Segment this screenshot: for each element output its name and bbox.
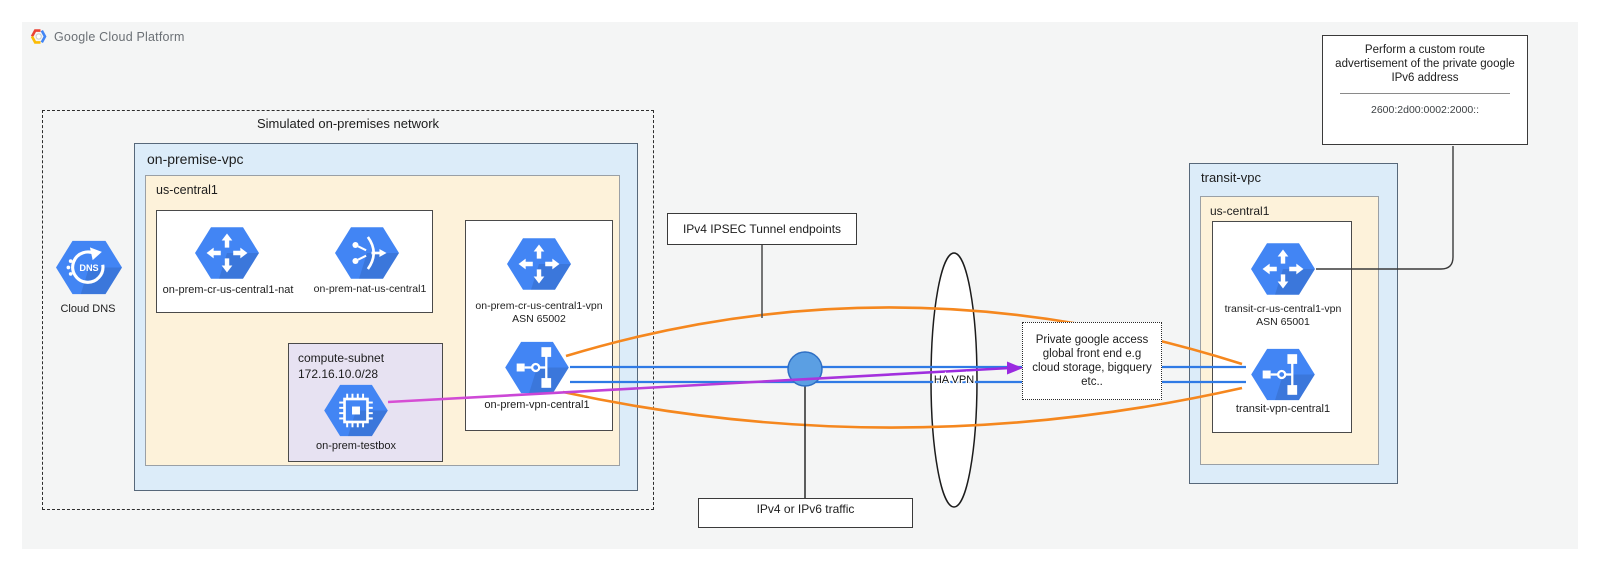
private-google-access-text: Private google access global front end e… [1032,333,1152,389]
onprem-nat-label: on-prem-nat-us-central1 [313,283,427,295]
cloud-dns-label: Cloud DNS [60,303,116,315]
pga-line-3: etc.. [1081,376,1103,388]
pga-line-1: global front end e.g [1042,348,1142,360]
onprem-nat-router-label: on-prem-cr-us-central1-nat [162,284,294,296]
custom-route-note: Perform a custom route advertisement of … [1322,35,1528,145]
compute-engine-icon [324,384,388,437]
gcp-logo-text: Google Cloud Platform [54,29,185,44]
transit-router-icon [1251,242,1315,296]
onprem-vpn-router-label: on-prem-cr-us-central1-vpn ASN 65002 [461,300,617,326]
transit-vpn-gateway-label: transit-vpn-central1 [1235,403,1331,415]
transit-vpc-label: transit-vpc [1201,170,1261,185]
onprem-vpn-router-name: on-prem-cr-us-central1-vpn [475,300,603,312]
transit-router-name: transit-cr-us-central1-vpn [1224,303,1342,315]
compute-subnet-name: compute-subnet [298,351,385,365]
note-ipv6-address: 2600:2d00:0002:2000:: [1370,104,1480,116]
transit-region-label: us-central1 [1210,204,1270,218]
pga-line-2: cloud storage, bigquery [1032,362,1152,374]
traffic-label-box: IPv4 or IPv6 traffic [698,498,913,528]
pga-line-0: Private google access [1035,334,1149,346]
cloud-router-vpn-icon [507,237,571,291]
onprem-vpc-label: on-premise-vpc [147,151,244,167]
custom-route-note-text: Perform a custom route advertisement of … [1323,43,1527,85]
cloud-router-nat-icon [195,226,259,280]
transit-router-label: transit-cr-us-central1-vpn ASN 65001 [1205,303,1361,329]
onprem-testbox-label: on-prem-testbox [315,440,397,452]
onprem-vpn-gateway-label: on-prem-vpn-central1 [484,399,590,411]
note-line2: advertisement of the private google [1335,58,1515,70]
onprem-vpn-router-asn: ASN 65002 [512,313,566,325]
simulated-onprem-title: Simulated on-premises network [256,116,440,131]
transit-router-asn: ASN 65001 [1256,316,1310,328]
ipsec-label-box: IPv4 IPSEC Tunnel endpoints [667,213,857,245]
ipsec-label-text: IPv4 IPSEC Tunnel endpoints [682,222,842,236]
cloud-dns-icon: DNS [56,239,122,296]
gcp-hexagon-icon [30,29,47,44]
note-line3: IPv6 address [1391,72,1459,84]
onprem-region-label: us-central1 [156,183,218,197]
transit-vpn-gateway-icon [1251,348,1315,401]
compute-subnet-cidr: 172.16.10.0/28 [298,367,379,381]
note-line1: Perform a custom route [1364,44,1486,56]
gcp-logo: Google Cloud Platform [30,29,185,44]
traffic-label-text: IPv4 or IPv6 traffic [756,502,855,516]
cloud-vpn-gateway-icon [505,341,569,394]
note-divider [1340,93,1510,94]
private-google-access-box: Private google access global front end e… [1022,322,1162,400]
cloud-nat-icon [335,226,399,280]
svg-text:DNS: DNS [79,263,98,273]
